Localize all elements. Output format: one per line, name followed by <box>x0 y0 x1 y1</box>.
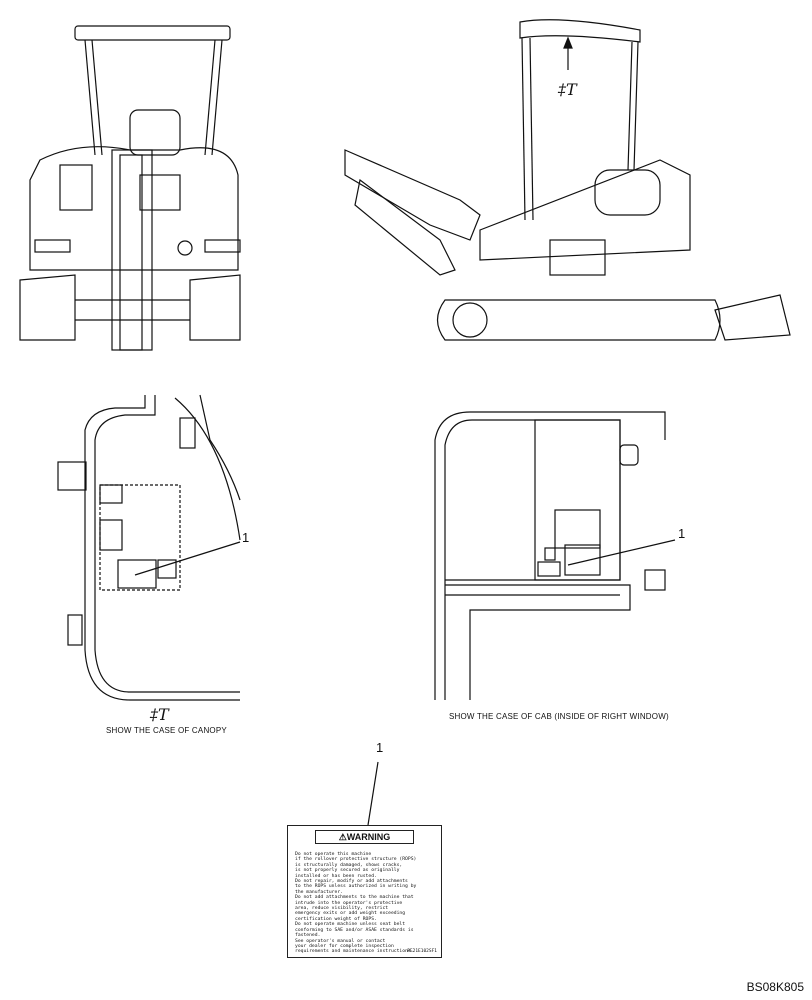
canopy-caption: SHOW THE CASE OF CANOPY <box>106 726 227 735</box>
item-number-decal: 1 <box>376 740 384 755</box>
decal-line: See operator's manual or contact <box>295 938 386 944</box>
decal-line: the manufacturer. <box>295 889 343 895</box>
drawing-code: BS08K805 <box>746 980 804 994</box>
decal-line: Do not operate machine unless seat belt <box>295 922 406 928</box>
decal-line: to the ROPS unless authorized in writing… <box>295 884 417 890</box>
decal-line: your dealer for complete inspection <box>295 943 394 949</box>
decal-line: Do not add attachments to the machine th… <box>295 895 414 901</box>
decal-heading: ⚠WARNING <box>315 830 414 844</box>
decal-line: requirements and maintenance instruction… <box>295 949 414 955</box>
decal-line: certification weight of ROPS. <box>295 916 377 922</box>
cab-detail-drawing <box>434 411 676 700</box>
item-number-canopy: 1 <box>242 530 250 545</box>
decal-line: installed or has been rusted. <box>295 873 377 879</box>
item-number-cab: 1 <box>678 526 686 541</box>
decal-line: is structurally damaged, shows cracks, <box>295 862 403 868</box>
warning-decal: ⚠WARNING Do not operate this machine if … <box>287 825 442 958</box>
decal-line: emergency exits or add weight exceeding <box>295 911 406 917</box>
decal-line: fastened. <box>295 933 321 939</box>
decal-leader-line <box>367 761 379 826</box>
rear-view-drawing <box>19 25 241 351</box>
decal-line: area, reduce visibility, restrict <box>295 906 389 912</box>
view-callout-label: ‡T <box>557 80 578 99</box>
side-view-drawing <box>344 19 791 341</box>
decal-line: is not properly secured as originally <box>295 868 400 874</box>
decal-line: Do not operate this machine <box>295 852 372 857</box>
decal-line: conforming to SAE and/or ASAE standards … <box>295 927 414 933</box>
canopy-detail-drawing <box>57 394 241 701</box>
cab-caption: SHOW THE CASE OF CAB (INSIDE OF RIGHT WI… <box>449 712 669 721</box>
decal-line: Do not repair, modify or add attachments <box>295 879 408 885</box>
decal-line: intrude into the operator's protective <box>295 900 403 906</box>
decal-part-code: PE21E102SF1 <box>407 949 437 954</box>
canopy-callout-label: ‡T <box>149 705 170 724</box>
decal-line: if the rollover protective structure (RO… <box>295 857 417 863</box>
decal-text-block: Do not operate this machine if the rollo… <box>295 852 434 955</box>
